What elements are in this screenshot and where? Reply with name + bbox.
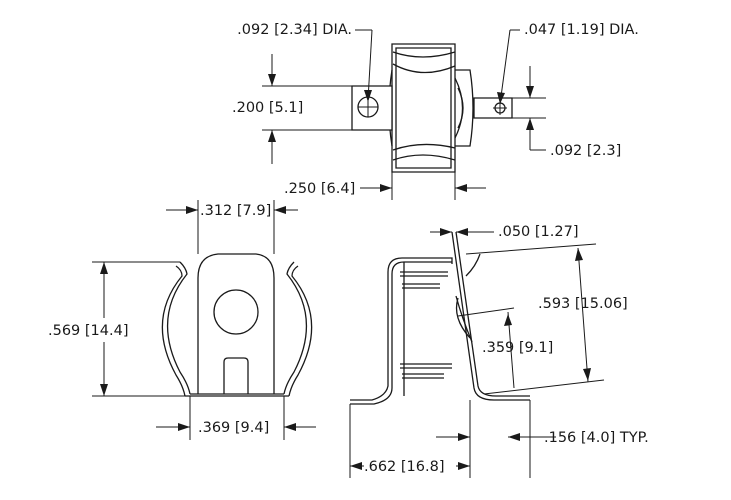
- side-view: [349, 228, 605, 478]
- front-view: [92, 200, 316, 440]
- dim-side-length: .662 [16.8]: [364, 459, 445, 475]
- dim-top-hole-right: .047 [1.19] DIA.: [524, 22, 639, 38]
- dim-top-tab-height: .092 [2.3]: [550, 143, 621, 159]
- dim-side-mid-height: .359 [9.1]: [482, 340, 553, 356]
- dim-front-height: .569 [14.4]: [48, 323, 129, 339]
- top-view: [262, 29, 546, 200]
- dim-side-height: .593 [15.06]: [538, 296, 628, 312]
- dim-top-height: .200 [5.1]: [232, 100, 303, 116]
- front-hole: [213, 289, 259, 335]
- left-tab: [351, 85, 393, 131]
- dim-top-hole-left: .092 [2.34] DIA.: [237, 22, 352, 38]
- dim-front-width-bottom: .369 [9.4]: [198, 420, 269, 436]
- dim-side-foot: .156 [4.0] TYP.: [544, 430, 649, 446]
- dim-front-width-top: .312 [7.9]: [200, 203, 271, 219]
- dim-side-thickness: .050 [1.27]: [498, 224, 579, 240]
- dim-top-gap: .250 [6.4]: [284, 181, 355, 197]
